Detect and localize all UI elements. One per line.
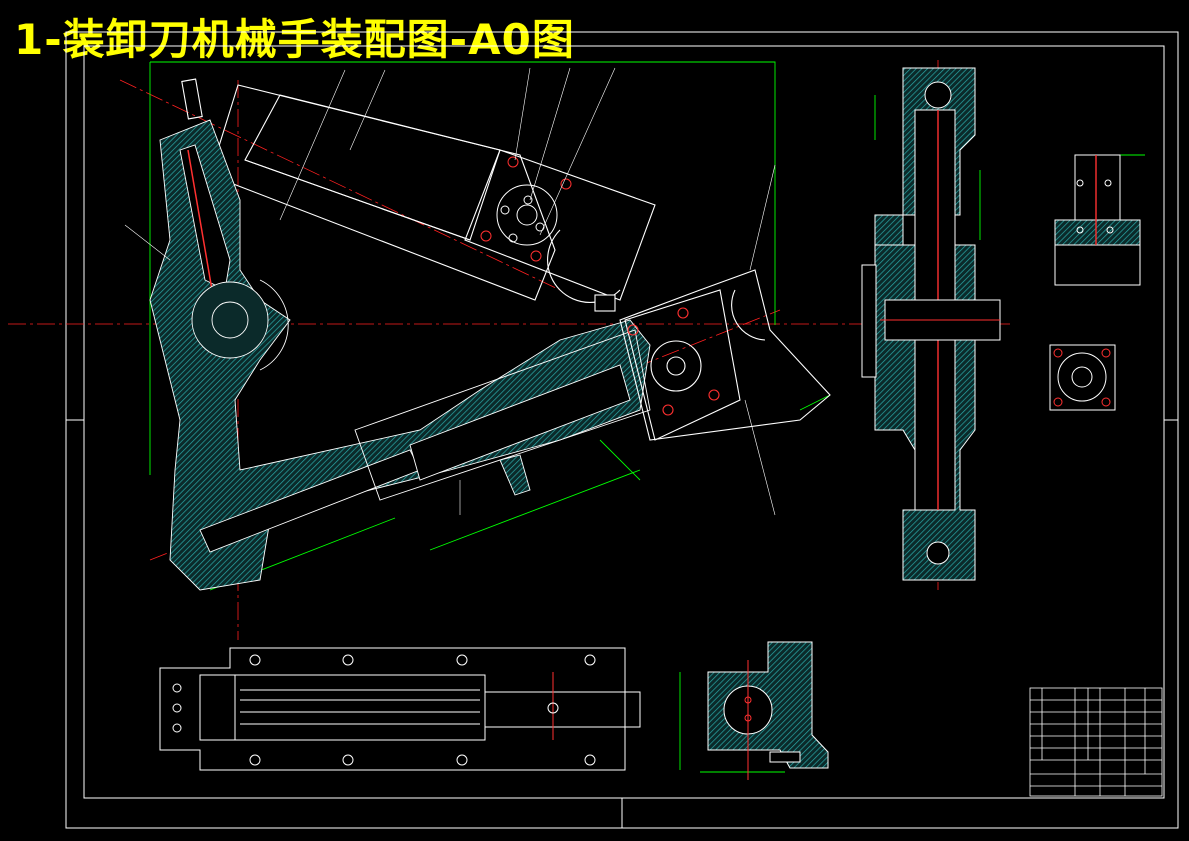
main-housing [149, 119, 651, 591]
leader-lines [124, 67, 776, 516]
upper-arm [181, 78, 656, 303]
detail-view-upper [1054, 154, 1141, 286]
sheet-border [65, 31, 1179, 829]
drawing-title: 1-装卸刀机械手装配图-A0图 [14, 15, 575, 64]
detail-view-square [1049, 344, 1116, 411]
upper-arm-bolts [480, 156, 572, 262]
section-view [707, 641, 829, 780]
side-view [861, 67, 1001, 581]
title-block [1029, 687, 1163, 797]
dimension-lines [149, 61, 1145, 773]
main-centerlines [8, 60, 1010, 640]
plan-view [159, 647, 641, 771]
lower-gripper [594, 269, 831, 441]
